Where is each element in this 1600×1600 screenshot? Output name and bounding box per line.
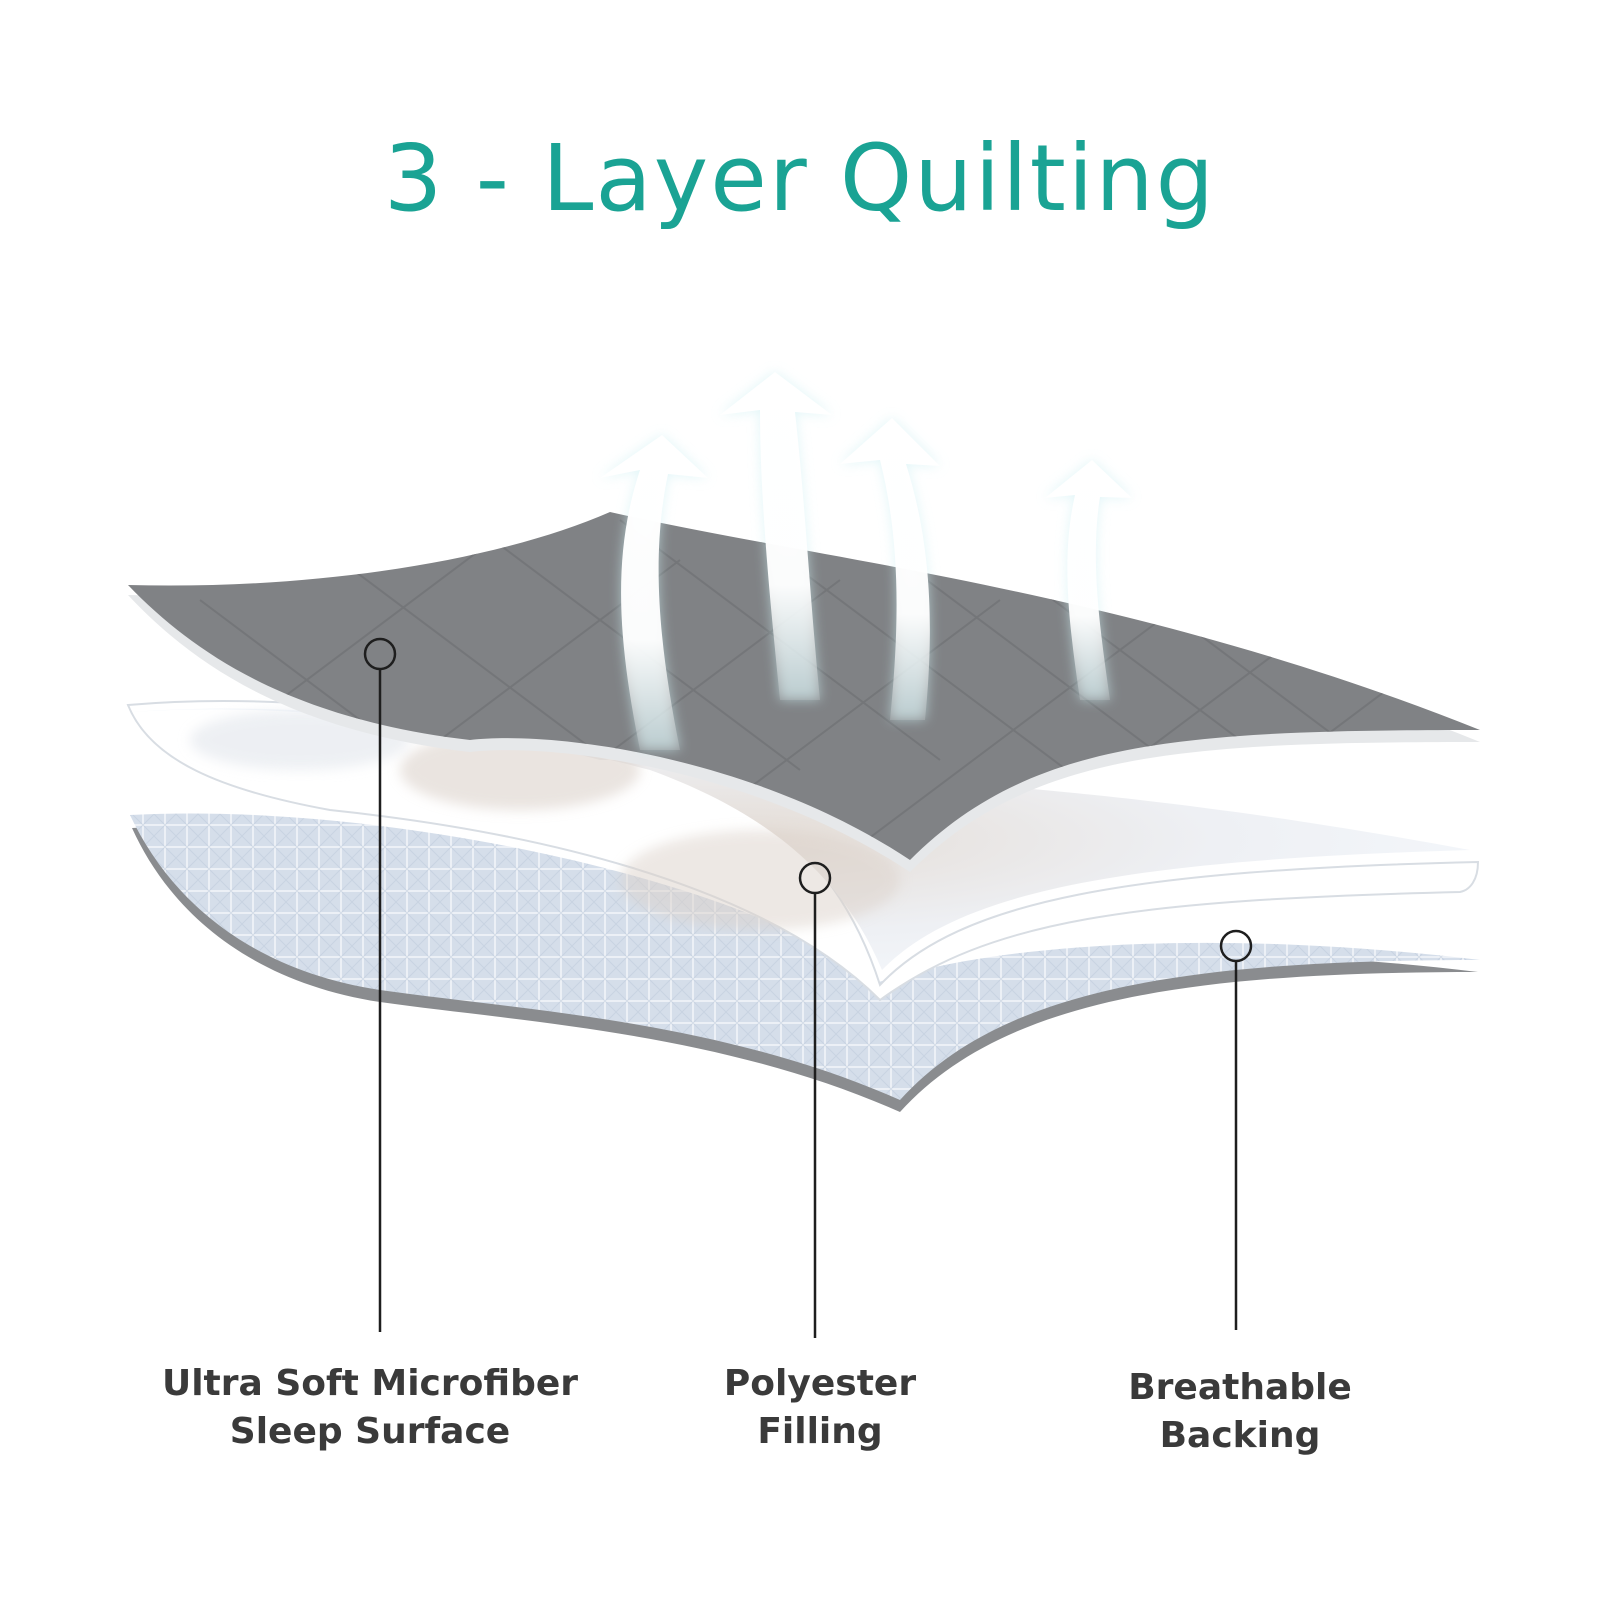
label-polyester-filling: Polyester Filling	[690, 1360, 950, 1456]
label-microfiber-line1: Ultra Soft Microfiber	[150, 1360, 590, 1408]
label-microfiber-line2: Sleep Surface	[150, 1408, 590, 1456]
label-microfiber-surface: Ultra Soft Microfiber Sleep Surface	[150, 1360, 590, 1456]
label-breathable-backing: Breathable Backing	[1110, 1364, 1370, 1460]
label-filling-line1: Polyester	[690, 1360, 950, 1408]
leader-line-backing	[1221, 931, 1251, 1330]
label-backing-line2: Backing	[1110, 1412, 1370, 1460]
label-filling-line2: Filling	[690, 1408, 950, 1456]
label-backing-line1: Breathable	[1110, 1364, 1370, 1412]
